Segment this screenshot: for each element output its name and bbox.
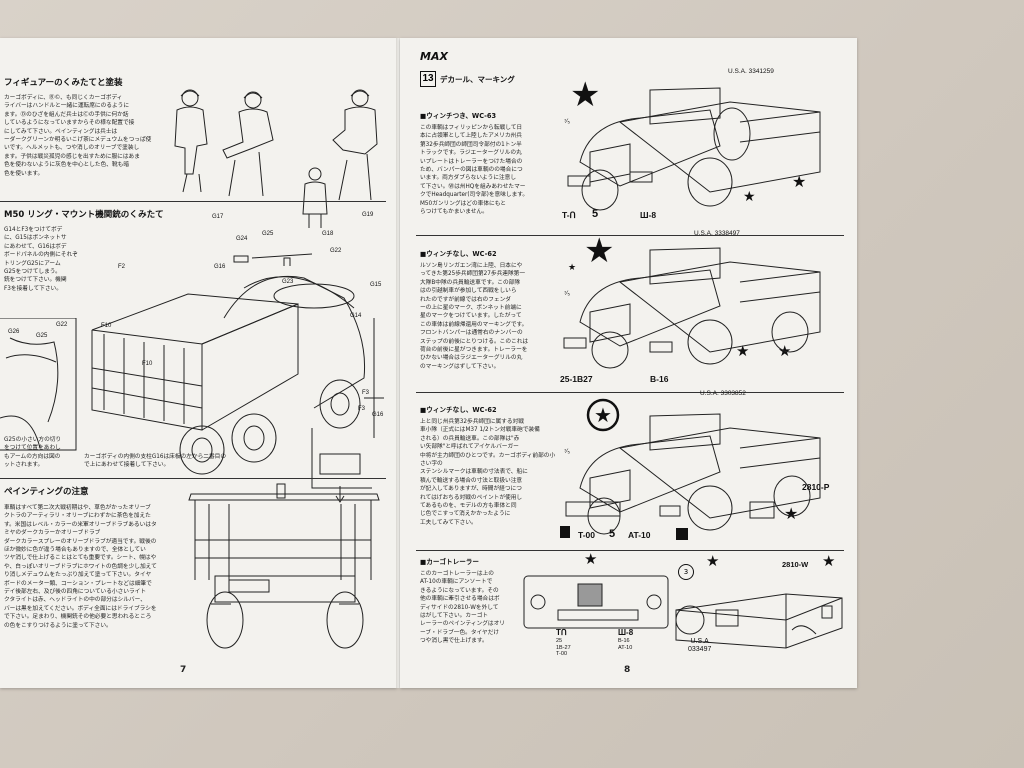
marking-t: T-Ո: [562, 210, 576, 220]
part-label-g22b: G22: [56, 322, 68, 328]
painting-notes-text: 車輌はすべて第二次大戦初期はや、草色がかったオリーブ クトラのアーティラリ・オリ…: [4, 505, 157, 629]
trailer-mark-tn: TՈ: [556, 628, 567, 637]
marking-at10: AT-10: [628, 530, 651, 540]
left-page: フィギュアーのくみたてと塗装 カーゴボディに、Ⓑ©、も同じくカーゴボディ ライバ…: [0, 38, 397, 688]
section-title-wc62b: ■ウィンチなし、WC-62: [420, 406, 497, 414]
star-icon: ★: [584, 550, 598, 568]
marking-w8: Ш-8: [640, 210, 657, 220]
step-number-badge: 13: [420, 71, 436, 87]
marking-5: 5: [592, 208, 599, 220]
insignia-circle: ⁷⁄₅: [564, 290, 571, 297]
section-title-wc63: ■ウィンチつき、WC-63: [420, 112, 497, 120]
star-icon: ★: [584, 231, 615, 271]
figure-illustrations: [174, 89, 378, 228]
section-title-wc62a: ■ウィンチなし、WC-62: [420, 250, 497, 258]
mg-assembly-text: G14とF3をつけてボデ に、G15はボンネットサ にあわせて、G16はボデ ボ…: [4, 227, 78, 292]
trailer-mark-w8: Ш-8: [618, 628, 634, 637]
star-icon: ★: [792, 172, 807, 191]
star-icon: ★: [822, 552, 836, 570]
circled-star-icon: ★: [586, 398, 620, 432]
insignia-circle: ⁷⁄₅: [564, 118, 571, 125]
page-number-right: 8: [624, 665, 631, 675]
star-icon: ★: [568, 263, 577, 273]
star-icon: ★: [736, 342, 750, 360]
cargo-truck-assembly-drawing: [91, 253, 384, 503]
figure-assembly-text: カーゴボディに、Ⓑ©、も同じくカーゴボディ ライバーはハンドルと一緒に運転席にの…: [4, 95, 152, 177]
trailer-front-drawing: [523, 575, 669, 629]
part-label-g18: G18: [322, 231, 334, 237]
step-title: デカール、マーキング: [440, 75, 515, 84]
part-label-f3: F3: [362, 390, 370, 396]
serial-wc62a: U.S.A. 3338497: [694, 230, 740, 237]
painting-notes-header: ペインティングの注意: [4, 487, 89, 497]
part-label-g26: G26: [8, 329, 20, 335]
trailer-side-drawing: [675, 593, 843, 649]
brand-logo: MAX: [420, 50, 448, 63]
section-text-wc62a: ルソン島リンガエン湾に上陸、日本にや ってきた第25歩兵師団第27歩兵連隊第一 …: [420, 263, 529, 370]
figure-assembly-header: フィギュアーのくみたてと塗装: [4, 78, 123, 88]
truck-rear-view-drawing: [188, 483, 380, 649]
part-label-g24: G24: [236, 236, 248, 242]
black-decal-square: [676, 528, 688, 540]
part-label-g15: G15: [370, 282, 382, 288]
marking-b16: B-16: [650, 374, 669, 384]
part-label-g17: G17: [212, 214, 224, 220]
section-text-wc63: この車輌はフィリッピンから転戦して日 本に占領軍として上陸したアメリカ州兵 第3…: [420, 125, 529, 216]
part-label-g23: G23: [282, 279, 294, 285]
part-label-g22: G22: [330, 248, 342, 254]
trailer-mark-codes: 25 1B-27 T-00: [556, 638, 571, 657]
part-label-f10b: F10: [142, 361, 153, 367]
wc63-truck-drawing: [567, 87, 821, 211]
part-label-f10: F10: [101, 323, 112, 329]
trailer-serial: U.S.A 033497: [688, 638, 712, 653]
mg-note-text: G25の小さい方の切り をつけて位置をあわし もアームの方向は図の ットされます…: [4, 437, 62, 469]
cargo-body-note: カーゴボディの内側の支柱G16は床板の左から二番目の で上にあわせて接着して下さ…: [84, 454, 227, 469]
right-page: MAX 13 デカール、マーキング ■ウィンチつき、WC-63 この車輌はフィリ…: [400, 38, 857, 688]
mg-assembly-header: M50 リング・マウント機関銃のくみたて: [4, 210, 164, 220]
section-text-trailer: このカーゴトレーラーは上の AT-10の車輌にアンソートで きるようになっていま…: [420, 571, 505, 645]
book-spine: [396, 38, 401, 688]
part-label-g16: G16: [214, 264, 226, 270]
serial-wc63: U.S.A. 3341259: [728, 68, 774, 75]
star-icon: ★: [784, 504, 799, 523]
section-title-trailer: ■カーゴトレーラー: [420, 558, 479, 566]
star-icon: ★: [570, 75, 601, 115]
trailer-side-code: 2810-W: [782, 560, 809, 569]
marking-25-1b27: 25-1B27: [560, 374, 593, 384]
part-label-f3b: F3: [358, 406, 366, 412]
marking-5b: 5: [609, 528, 616, 540]
black-decal-square: [560, 526, 570, 538]
trailer-mark-codes-2: B-16 AT-10: [618, 638, 633, 651]
star-icon: ★: [706, 552, 720, 570]
insignia-circle: ⁷⁄₅: [564, 448, 571, 455]
wc62a-truck-drawing: [563, 247, 821, 369]
part-label-g25: G25: [262, 231, 274, 237]
detail-inset-drawing: [0, 318, 77, 451]
marking-t00: T-00: [578, 530, 596, 540]
trailer-circle-mark: 3: [678, 564, 694, 580]
marking-2810p: 2810-P: [802, 482, 830, 492]
part-label-g25b: G25: [36, 333, 48, 339]
serial-wc62b: U.S.A. 3303852: [700, 390, 746, 397]
wc62b-truck-drawing: [565, 413, 821, 535]
section-text-wc62b: 上と同じ州兵第32歩兵師団に属する対戦 車小隊（正式にはM37 1/2トン対戦車…: [420, 419, 556, 526]
page-number-left: 7: [180, 665, 187, 675]
part-label-g16b: G16: [372, 412, 384, 418]
svg-text:★: ★: [594, 403, 612, 427]
star-icon: ★: [743, 189, 756, 205]
part-label-f2: F2: [118, 264, 126, 270]
part-label-g19: G19: [362, 212, 374, 218]
part-label-g14: G14: [350, 313, 362, 319]
